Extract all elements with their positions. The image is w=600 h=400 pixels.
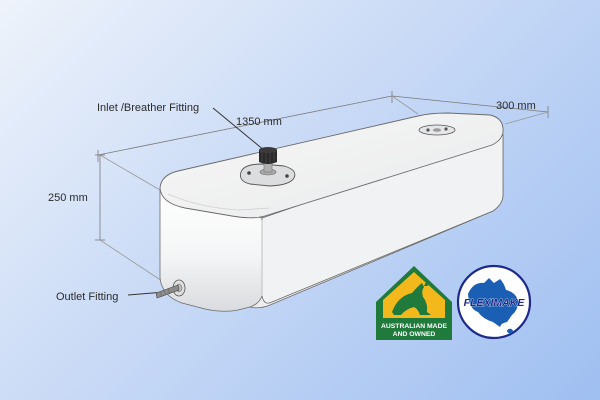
height-label: 250 mm — [48, 192, 88, 204]
water-tank — [159, 112, 504, 312]
outlet-label: Outlet Fitting — [56, 291, 118, 303]
australian-made-line1: AUSTRALIAN MADE — [381, 323, 448, 330]
width-label: 300 mm — [496, 100, 536, 112]
rear-fitting-plate — [418, 124, 456, 136]
australian-made-line2: AND OWNED — [393, 331, 436, 338]
inlet-breather-fitting — [239, 147, 296, 187]
australian-made-badge: AUSTRALIAN MADE AND OWNED — [376, 266, 452, 340]
fleximake-wordmark: FLEXIMAKE — [464, 297, 526, 309]
kangaroo-logo-icon — [392, 280, 431, 315]
fleximake-badge: FLEXIMAKE — [456, 264, 532, 340]
australia-map-logo-icon — [468, 278, 519, 334]
inlet-label: Inlet /Breather Fitting — [97, 102, 199, 114]
outlet-fitting — [155, 279, 186, 299]
length-label: 1350 mm — [236, 116, 282, 128]
